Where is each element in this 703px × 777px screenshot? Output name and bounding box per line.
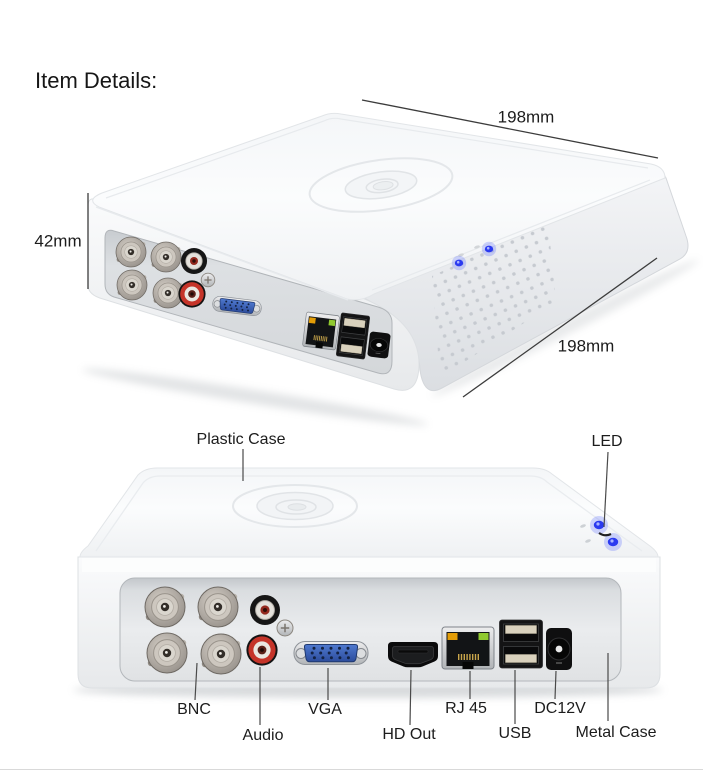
callout-plastic-case: Plastic Case [196, 431, 286, 448]
port-label-metal-case: Metal Case [575, 724, 657, 741]
audio-jack-black [249, 594, 281, 626]
status-icon [585, 539, 591, 543]
panel-screw [276, 619, 294, 637]
bnc-connector [146, 632, 188, 674]
bnc-connector [200, 633, 242, 675]
bnc-connector [144, 586, 186, 628]
audio-jack-black [180, 247, 208, 275]
device-shadow [431, 259, 699, 397]
front-bevel [82, 558, 656, 572]
port-label-audio: Audio [242, 727, 284, 744]
port-label-rj45: RJ 45 [445, 700, 487, 717]
panel-screw [200, 272, 216, 288]
dimension-line-top-width [361, 99, 659, 159]
rj45-port [441, 626, 495, 670]
dimension-line-side-depth [462, 257, 658, 398]
rj45-port [301, 311, 341, 351]
status-icon [458, 253, 464, 257]
status-icon [580, 524, 586, 528]
dimension-label-top-width: 198mm [497, 107, 555, 127]
audio-jack-red [178, 280, 206, 308]
bnc-connector [116, 269, 148, 301]
metal-rear-panel [119, 577, 622, 682]
led-indicator [590, 516, 608, 534]
top-face-circles [308, 157, 454, 213]
port-label-hd-out: HD Out [382, 726, 436, 743]
dimension-label-side-depth: 198mm [557, 336, 615, 356]
dimension-label-height: 42mm [34, 231, 82, 251]
page-title: Item Details: [35, 68, 158, 93]
device-shadow [82, 368, 428, 426]
usb-ports [335, 312, 371, 360]
leader-lines [194, 449, 609, 726]
bottom-divider [0, 769, 703, 770]
led-indicator [451, 255, 467, 271]
dimension-lines [87, 99, 659, 398]
usb-ports [499, 619, 543, 669]
leader-line-dc12v [554, 670, 557, 700]
device-top-face [79, 467, 659, 558]
bnc-connector [197, 586, 239, 628]
port-label-vga: VGA [308, 701, 342, 718]
dc-power-jack [545, 627, 573, 671]
callout-led: LED [591, 433, 623, 450]
leader-line-bnc [194, 662, 198, 701]
bnc-connector [115, 236, 147, 268]
leader-line-led [603, 451, 609, 528]
port-label-bnc: BNC [177, 701, 211, 718]
bnc-connector [150, 241, 182, 273]
rear-device-illustration [73, 467, 663, 698]
top-face-ridge [95, 117, 651, 301]
top-face-ridge [95, 475, 643, 552]
audio-jack-red [246, 634, 278, 666]
vent-holes [432, 222, 556, 378]
top-face-circles [232, 484, 358, 528]
port-label-dc12v: DC12V [534, 700, 586, 717]
led-indicator [481, 241, 497, 257]
dc-power-jack [366, 330, 392, 360]
status-icon [474, 245, 480, 249]
top-device-illustration [82, 112, 699, 426]
port-label-usb: USB [498, 725, 532, 742]
leader-line-hd-out [409, 669, 412, 726]
vga-port [293, 641, 369, 665]
device-top-face [92, 112, 666, 301]
led-pointer-tick [598, 532, 612, 537]
